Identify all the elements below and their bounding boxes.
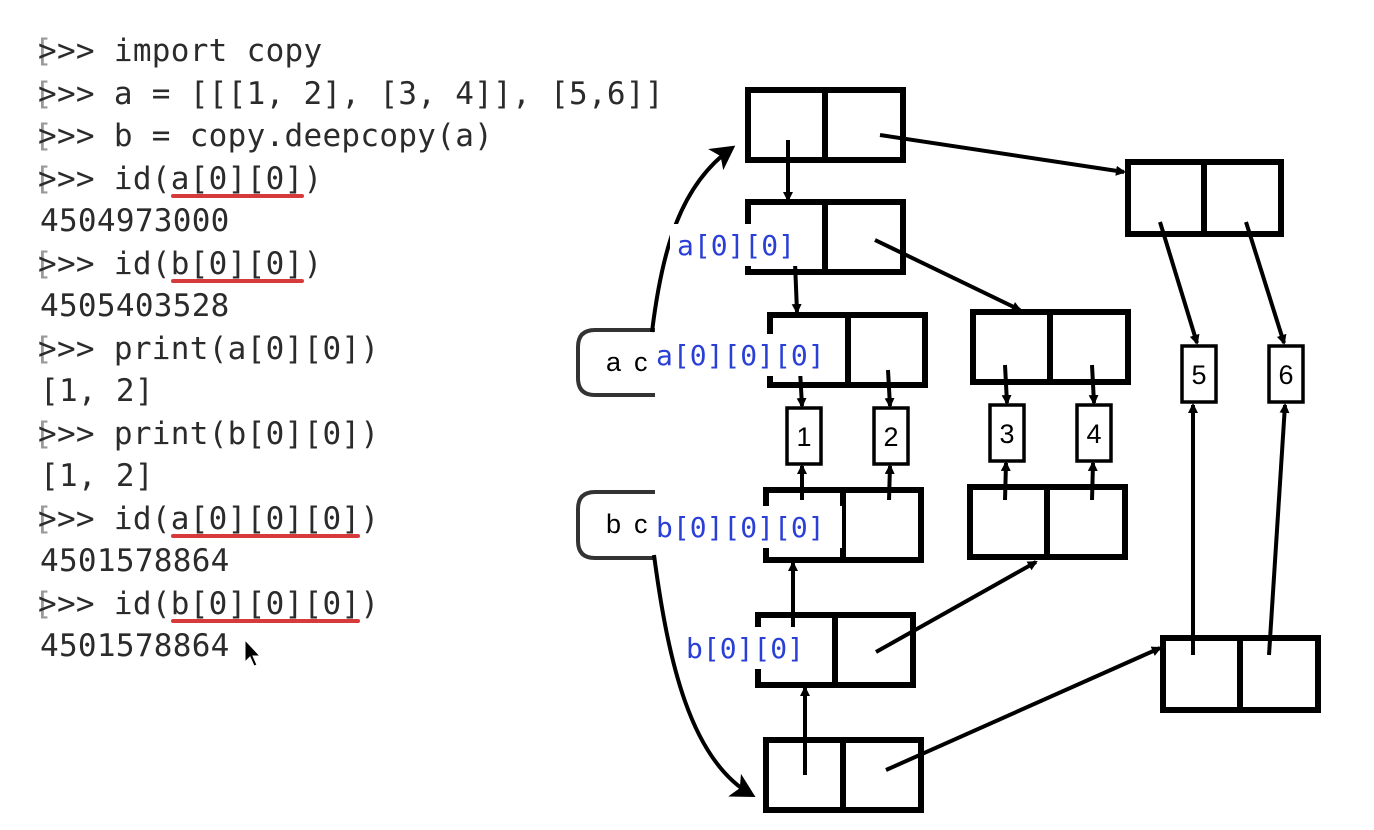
int-6: 6 — [1267, 344, 1305, 404]
svg-text:a[0][0]: a[0][0] — [677, 229, 795, 262]
svg-text:a[0][0][0]: a[0][0][0] — [656, 339, 825, 372]
var-b-box: b c — [576, 490, 655, 560]
svg-text:c: c — [634, 509, 648, 539]
prompt: >>> — [38, 500, 114, 537]
console-text: import copy — [113, 33, 323, 69]
label-b00: b[0][0] — [678, 627, 818, 669]
svg-text:c: c — [634, 347, 648, 377]
console-input-line: [>>> id(a[0][0][0]) — [34, 498, 664, 541]
int-4: 4 — [1075, 403, 1113, 463]
red-underline — [170, 619, 361, 623]
console-text: b = copy.deepcopy(a) — [113, 118, 494, 154]
svg-text:b: b — [606, 509, 621, 539]
list-a-outer — [745, 87, 906, 163]
edges-b — [788, 403, 1290, 775]
list-b-outer — [763, 737, 924, 813]
console-input-line: [>>> b = copy.deepcopy(a) — [34, 115, 664, 158]
console-text: id(a[0][0][0]) — [113, 500, 380, 537]
list-a-0-1 — [970, 309, 1131, 385]
svg-text:b[0][0]: b[0][0] — [686, 632, 804, 665]
label-a00: a[0][0] — [670, 224, 810, 266]
prompt: >>> — [38, 415, 114, 452]
console-text: 4504973000 — [40, 203, 230, 239]
console-input-line: [>>> a = [[[1, 2], [3, 4]], [5,6]] — [34, 73, 664, 116]
console-text: 4505403528 — [40, 288, 230, 324]
console-text: print(a[0][0]) — [113, 330, 380, 367]
svg-text:3: 3 — [999, 419, 1014, 449]
int-3: 3 — [988, 403, 1026, 463]
svg-text:6: 6 — [1278, 360, 1293, 390]
console-input-line: [>>> print(a[0][0]) — [34, 328, 664, 371]
console-input-line: [>>> id(b[0][0][0]) — [34, 583, 664, 626]
prompt: >>> — [38, 330, 114, 367]
console-text: [1, 2] — [40, 373, 154, 409]
svg-text:a: a — [606, 347, 622, 377]
console-input-line: [>>> print(b[0][0]) — [34, 413, 664, 456]
console-input-line: [>>> import copy — [34, 30, 664, 73]
list-b-0-1 — [967, 484, 1128, 560]
console-text: 4501578864 — [40, 543, 230, 579]
int-2: 2 — [872, 406, 910, 466]
console-text: id(b[0][0][0]) — [113, 585, 380, 622]
console-output-line: [1, 2] — [34, 370, 664, 413]
console-output-line: 4501578864 — [34, 625, 664, 668]
python-console: [>>> import copy[>>> a = [[[1, 2], [3, 4… — [34, 30, 664, 668]
console-input-line: [>>> id(a[0][0]) — [34, 158, 664, 201]
list-b-1 — [1160, 635, 1321, 713]
console-text: a = [[[1, 2], [3, 4]], [5,6]] — [113, 75, 664, 112]
label-b000: b[0][0][0] — [652, 506, 842, 548]
svg-text:1: 1 — [796, 422, 811, 452]
svg-text:5: 5 — [1191, 360, 1206, 390]
list-a-1 — [1125, 159, 1284, 237]
console-output-line: [1, 2] — [34, 455, 664, 498]
console-text: id(b[0][0]) — [113, 245, 323, 282]
mouse-cursor-icon — [244, 638, 262, 667]
svg-text:2: 2 — [883, 422, 898, 452]
console-output-line: 4504973000 — [34, 200, 664, 243]
console-output-line: 4505403528 — [34, 285, 664, 328]
console-input-line: [>>> id(b[0][0]) — [34, 243, 664, 286]
label-a000: a[0][0][0] — [652, 334, 842, 376]
prompt: >>> — [38, 75, 114, 112]
prompt: >>> — [38, 118, 114, 154]
prompt: >>> — [38, 245, 114, 282]
console-text: 4501578864 — [40, 628, 230, 664]
svg-text:b[0][0][0]: b[0][0][0] — [656, 511, 825, 544]
console-text: id(a[0][0]) — [113, 160, 323, 197]
var-a-box: a c — [576, 328, 655, 397]
prompt: >>> — [38, 585, 114, 622]
red-underline — [170, 279, 304, 283]
prompt: >>> — [38, 160, 114, 197]
int-5: 5 — [1180, 344, 1218, 404]
red-underline — [170, 194, 304, 198]
console-output-line: 4501578864 — [34, 540, 664, 583]
ref-b-arrow — [652, 554, 756, 797]
int-1: 1 — [785, 406, 823, 466]
ref-a-arrow — [650, 145, 736, 333]
svg-text:4: 4 — [1086, 419, 1101, 449]
red-underline — [170, 534, 361, 538]
prompt: >>> — [38, 33, 114, 69]
console-text: print(b[0][0]) — [113, 415, 380, 452]
console-text: [1, 2] — [40, 458, 154, 494]
